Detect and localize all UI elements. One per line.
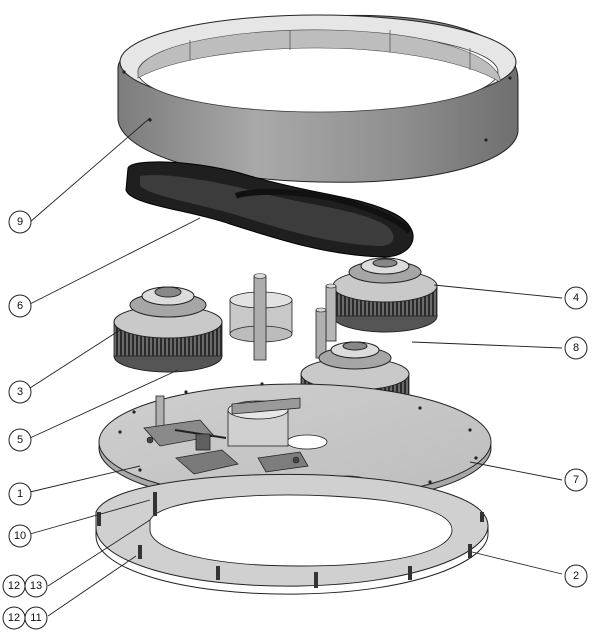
callout-11: 11 <box>24 606 48 630</box>
tensioner-assembly <box>143 395 309 475</box>
callout-label: 1 <box>17 488 23 500</box>
callout-5: 5 <box>8 428 32 452</box>
callout-label: 6 <box>17 300 23 312</box>
callout-label: 11 <box>30 612 41 624</box>
callout-1: 1 <box>8 482 32 506</box>
callout-label: 7 <box>573 474 579 486</box>
pulley-left <box>113 286 223 373</box>
shaft-posts <box>315 283 337 359</box>
timing-belt <box>125 161 414 258</box>
callout-6: 6 <box>8 294 32 318</box>
callout-12-lower: 12 <box>2 606 26 630</box>
callout-12-upper: 12 <box>2 574 26 598</box>
callout-label: 3 <box>17 386 23 398</box>
callout-2: 2 <box>564 564 588 588</box>
pulley-upper-right <box>332 257 438 333</box>
callout-13: 13 <box>24 574 48 598</box>
callout-9: 9 <box>8 210 32 234</box>
spacer-hub <box>229 273 293 361</box>
callout-7: 7 <box>564 468 588 492</box>
callout-3: 3 <box>8 380 32 404</box>
callout-label: 12 <box>8 612 20 624</box>
callout-label: 8 <box>573 342 579 354</box>
callout-label: 4 <box>573 292 579 304</box>
callout-label: 13 <box>30 580 42 592</box>
callout-8: 8 <box>564 336 588 360</box>
callout-label: 2 <box>573 570 579 582</box>
callout-label: 12 <box>8 580 20 592</box>
leader-lines <box>29 117 563 617</box>
bottom-ring <box>95 473 489 595</box>
callout-label: 10 <box>14 530 26 542</box>
callout-label: 9 <box>17 216 23 228</box>
bolts <box>97 492 484 588</box>
callout-10: 10 <box>8 524 32 548</box>
callout-label: 5 <box>17 434 23 446</box>
callout-4: 4 <box>564 286 588 310</box>
drum-ring <box>117 14 519 183</box>
